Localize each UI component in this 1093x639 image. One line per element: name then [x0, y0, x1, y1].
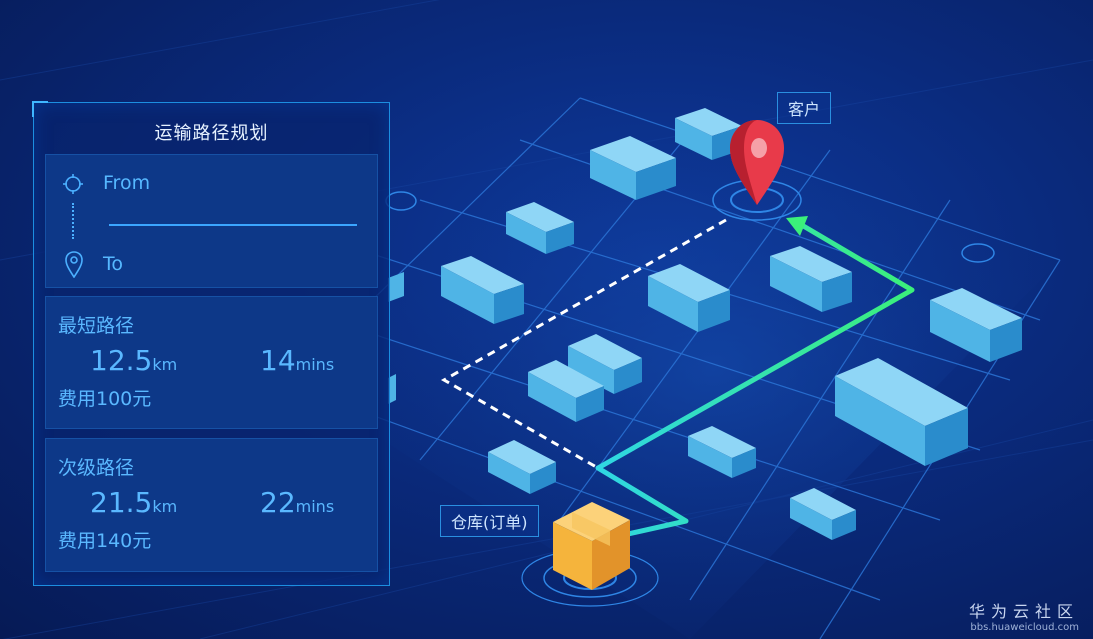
- warehouse-label: 仓库(订单): [440, 505, 539, 537]
- secondary-distance-unit: km: [152, 497, 178, 516]
- building: [688, 426, 756, 478]
- route-input-box: From To: [45, 154, 378, 288]
- to-label[interactable]: To: [103, 253, 124, 275]
- origin-target-icon: [63, 174, 83, 194]
- destination-pin-icon: [65, 251, 83, 278]
- building: [441, 256, 524, 324]
- buildings: [388, 108, 1022, 540]
- building: [648, 264, 730, 332]
- shortest-time-unit: mins: [295, 355, 335, 374]
- watermark: 华为云社区 bbs.huaweicloud.com: [969, 598, 1079, 633]
- shortest-time: 14mins: [260, 344, 334, 377]
- building: [506, 202, 574, 254]
- building: [388, 374, 396, 404]
- shortest-distance-value: 12.5: [90, 344, 153, 377]
- building: [770, 246, 852, 312]
- secondary-time-value: 22: [260, 486, 296, 519]
- building: [590, 136, 676, 200]
- shortest-distance: 12.5km: [90, 344, 177, 377]
- secondary-route-title: 次级路径: [58, 457, 135, 479]
- building: [835, 358, 968, 466]
- building: [388, 272, 404, 302]
- route-arrow-icon: [786, 216, 808, 236]
- shortest-time-value: 14: [260, 344, 296, 377]
- map-ground: [290, 98, 1060, 639]
- customer-label: 客户: [777, 92, 832, 124]
- package-box-icon: [553, 502, 630, 590]
- building: [930, 288, 1022, 362]
- building: [790, 488, 856, 540]
- route-secondary-dashed: [440, 218, 727, 470]
- watermark-title: 华为云社区: [968, 602, 1079, 621]
- panel-corner-decoration: [32, 101, 48, 117]
- road-grid: [289, 97, 1061, 639]
- building: [488, 440, 556, 494]
- secondary-distance: 21.5km: [90, 486, 177, 519]
- secondary-distance-value: 21.5: [90, 486, 153, 519]
- secondary-time-unit: mins: [295, 497, 335, 516]
- secondary-cost: 费用140元: [58, 530, 152, 552]
- location-pin-icon: [730, 120, 784, 205]
- shortest-distance-unit: km: [152, 355, 178, 374]
- route-shortest: [591, 221, 915, 545]
- shortest-route-card[interactable]: 最短路径 12.5km 14mins 费用100元: [45, 296, 378, 429]
- shortest-cost: 费用100元: [58, 388, 152, 410]
- shortest-route-title: 最短路径: [58, 315, 135, 337]
- route-connector-dots: [72, 203, 76, 239]
- watermark-url: bbs.huaweicloud.com: [970, 622, 1079, 633]
- secondary-route-card[interactable]: 次级路径 21.5km 22mins 费用140元: [45, 438, 378, 572]
- from-label[interactable]: From: [103, 172, 151, 194]
- panel-title: 运输路径规划: [154, 123, 269, 144]
- route-planning-panel: 运输路径规划 From To 最短路径 12.5km 14mins 费用100元…: [32, 101, 390, 586]
- secondary-time: 22mins: [260, 486, 334, 519]
- route-input-line[interactable]: [109, 224, 357, 226]
- building: [568, 334, 642, 394]
- building: [528, 360, 604, 422]
